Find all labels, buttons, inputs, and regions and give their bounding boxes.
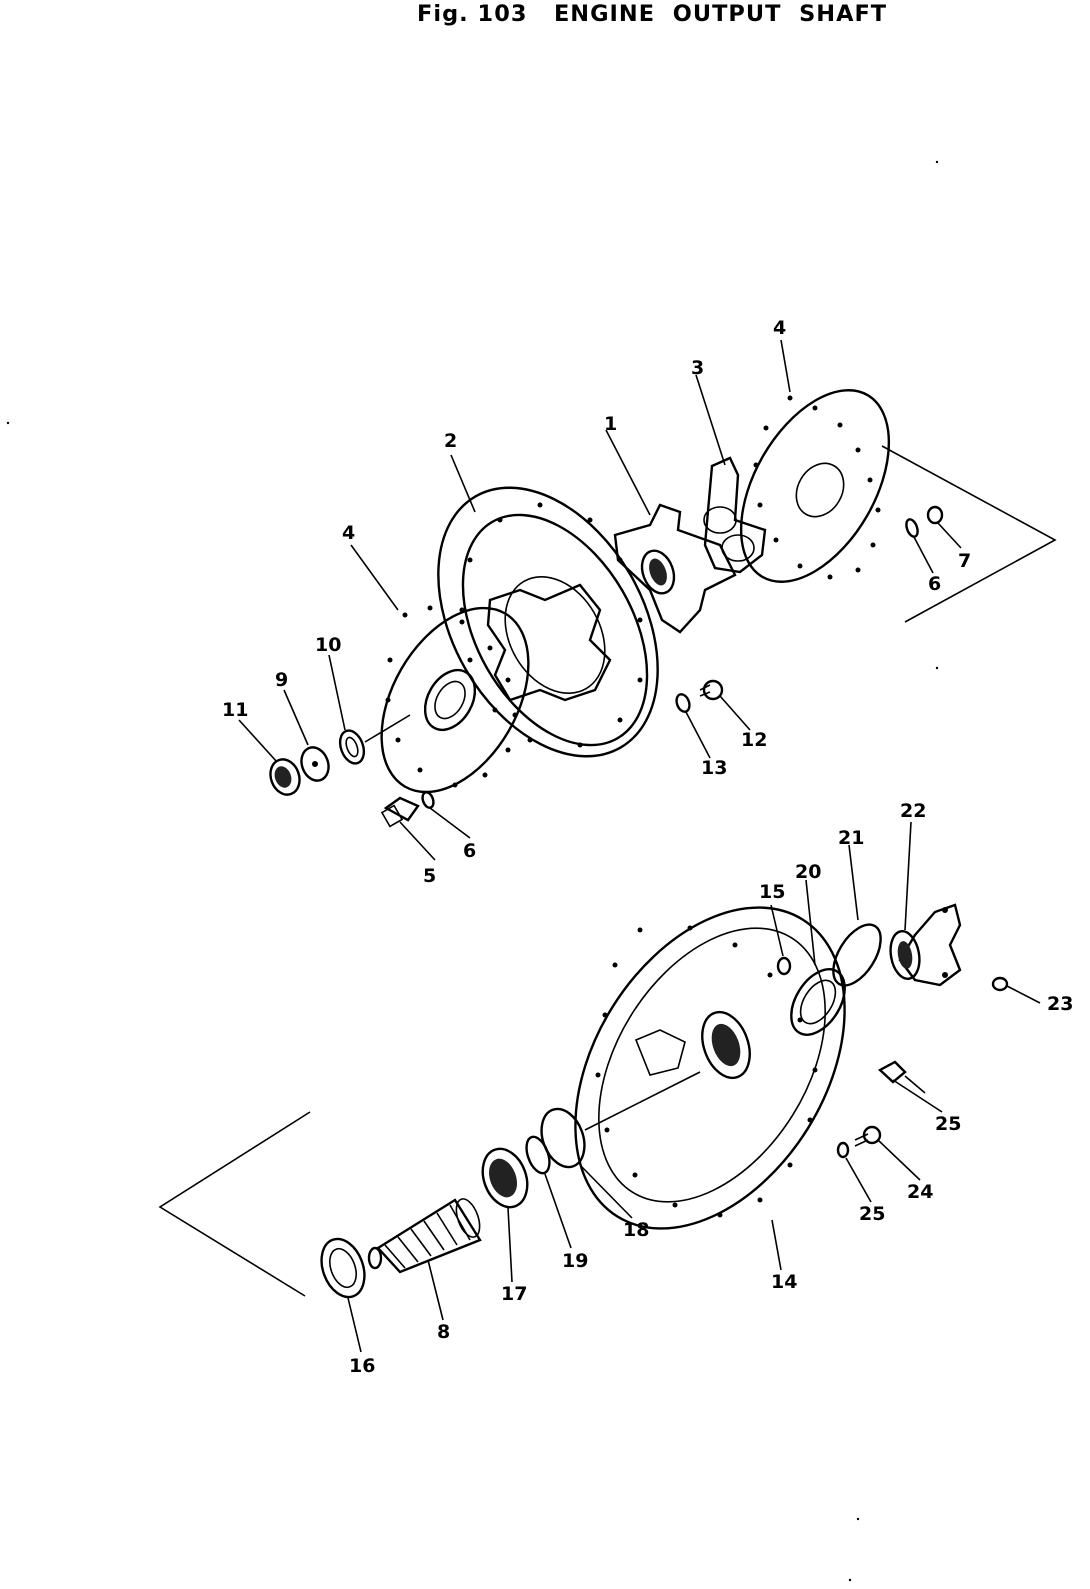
- part-23-fitting: [991, 976, 1041, 1004]
- callout-5: 5: [423, 865, 436, 887]
- part-4-right-flex-plate: [739, 389, 891, 583]
- callout-18: 18: [623, 1219, 649, 1241]
- leader-lines: [238, 339, 962, 1353]
- leader-line: [364, 714, 411, 743]
- part-7-nut: [926, 505, 944, 525]
- part-6-washer-upper: [905, 518, 919, 538]
- callout-labels: 1 2 3 4 4 5 6 6 7 8 9 10 11 12 13 14 15 …: [222, 317, 1073, 1377]
- callout-2: 2: [444, 430, 457, 452]
- callout-12: 12: [741, 729, 767, 751]
- part-17-bearing: [481, 1147, 529, 1209]
- callout-9: 9: [275, 669, 288, 691]
- callout-11: 11: [222, 699, 248, 721]
- part-breather: [877, 1060, 926, 1094]
- callout-21: 21: [838, 827, 864, 849]
- part-15-plug: [776, 956, 792, 976]
- callout-16: 16: [349, 1355, 375, 1377]
- scan-specks: [6, 160, 939, 1582]
- part-3-rubber-blocks: [703, 456, 767, 574]
- callout-25-lower: 25: [859, 1203, 885, 1225]
- callout-19: 19: [562, 1250, 588, 1272]
- part-16-collar: [320, 1237, 366, 1299]
- part-21-snap-ring: [832, 923, 882, 987]
- callout-15: 15: [759, 881, 785, 903]
- part-22-yoke: [889, 903, 962, 987]
- part-11-nut: [269, 758, 301, 796]
- callout-4-lower: 4: [342, 522, 355, 544]
- part-18-snap-ring: [540, 1107, 586, 1169]
- callout-25-upper: 25: [935, 1113, 961, 1135]
- callout-23: 23: [1047, 993, 1073, 1015]
- callout-6-upper: 6: [928, 573, 941, 595]
- callout-20: 20: [795, 861, 821, 883]
- part-10-lockwasher: [338, 729, 366, 765]
- callout-22: 22: [900, 800, 926, 822]
- reference-line-upper: [881, 445, 1057, 623]
- part-4-left-flex-plate: [380, 605, 530, 794]
- callout-4-upper: 4: [773, 317, 786, 339]
- figure-title: Fig. 103 ENGINE OUTPUT SHAFT: [417, 2, 888, 27]
- callout-10: 10: [315, 634, 341, 656]
- callout-24: 24: [907, 1181, 933, 1203]
- callout-1: 1: [604, 413, 617, 435]
- part-19-ring: [525, 1135, 551, 1175]
- callout-7: 7: [958, 550, 971, 572]
- part-8-splined-shaft: [367, 1198, 482, 1274]
- part-20-seal: [790, 968, 846, 1036]
- part-13-washer: [675, 693, 691, 713]
- reference-line-lower: [158, 1111, 311, 1297]
- callout-13: 13: [701, 757, 727, 779]
- part-14-housing-cover: [574, 906, 846, 1230]
- leader-line: [584, 1071, 701, 1131]
- callout-8: 8: [437, 1321, 450, 1343]
- part-2-coupling-ring: [437, 486, 659, 758]
- part-24-bolt: [854, 1125, 882, 1147]
- callout-17: 17: [501, 1283, 527, 1305]
- part-25-washer: [836, 1141, 850, 1159]
- callout-3: 3: [691, 357, 704, 379]
- part-12-bolt: [699, 679, 724, 701]
- part-1-hub: [613, 503, 737, 634]
- part-9-washer: [300, 746, 330, 782]
- part-6-washer-lower: [421, 791, 435, 809]
- callout-14: 14: [771, 1271, 797, 1293]
- part-5-bolt: [380, 796, 420, 828]
- callout-6-lower: 6: [463, 840, 476, 862]
